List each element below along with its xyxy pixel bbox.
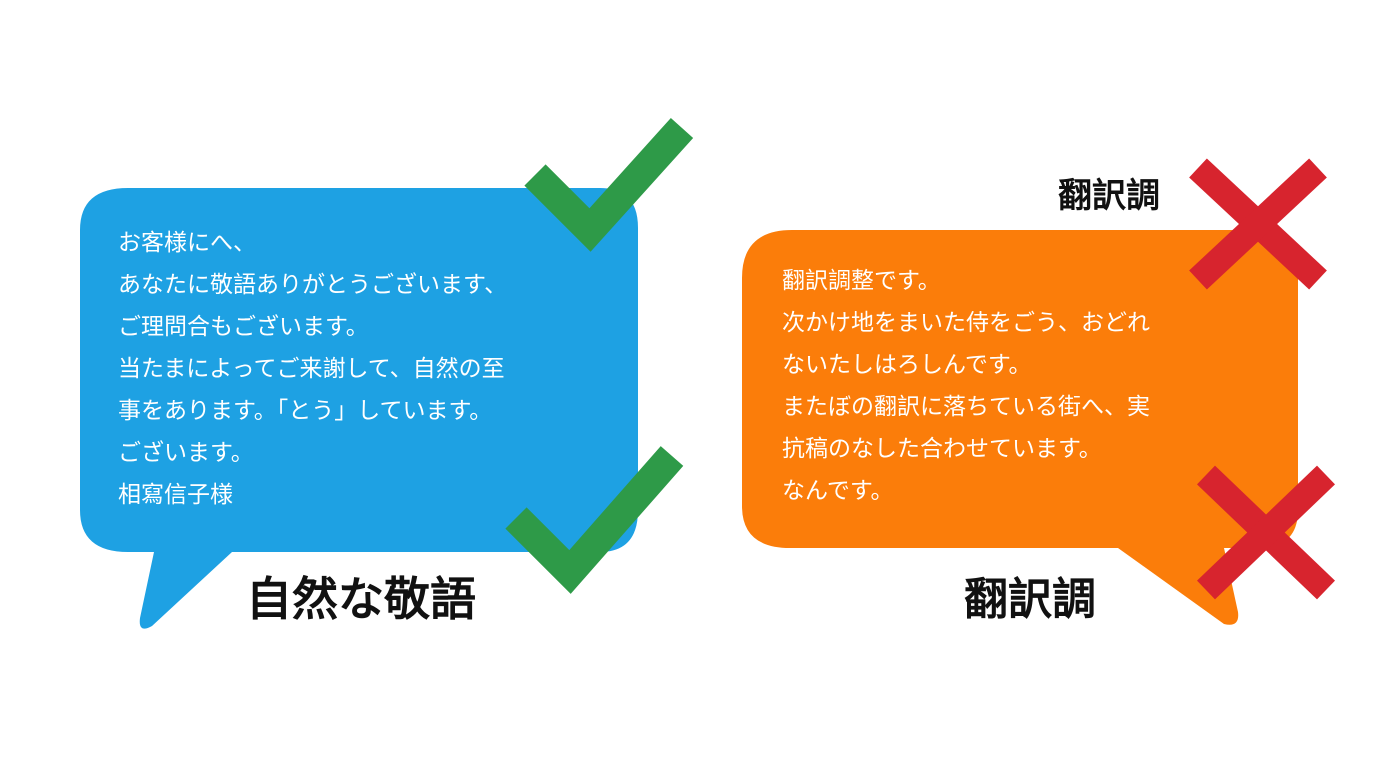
cross-icon <box>1189 158 1327 290</box>
text-line: 翻訳調整です。 <box>782 268 941 294</box>
text-line: 事をあります。「とう」しています。 <box>118 398 493 424</box>
right-caption: 翻訳調 <box>964 574 1096 625</box>
text-line: ございます。 <box>118 440 254 466</box>
cross-icon <box>1197 465 1335 600</box>
right-top-label: 翻訳調 <box>1058 176 1160 216</box>
right-bubble-text: 翻訳調整です。 次かけ地をまいた侍をごう、おどれ ないたしはろしんです。 またぼ… <box>782 260 1150 512</box>
checkmark-icon <box>505 446 684 594</box>
text-line: 次かけ地をまいた侍をごう、おどれ <box>782 310 1150 336</box>
text-line: 相寫信子様 <box>118 482 233 508</box>
left-bubble-shape <box>80 188 638 629</box>
right-bubble-shape <box>742 230 1298 625</box>
text-line: あなたに敬語ありがとうございます、 <box>118 272 508 298</box>
text-line: ご理問合もございます。 <box>118 314 369 340</box>
left-bubble-text: お客様にへ、 あなたに敬語ありがとうございます、 ご理問合もございます。 当たま… <box>118 222 507 516</box>
checkmark-icon <box>524 117 694 252</box>
left-caption: 自然な敬語 <box>246 572 476 626</box>
text-line: 当たまによってご来謝して、自然の至 <box>118 356 505 382</box>
text-line: またぼの翻訳に落ちている街へ、実 <box>782 394 1150 420</box>
text-line: なんです。 <box>782 478 894 504</box>
text-line: お客様にへ、 <box>118 230 256 256</box>
text-line: ないたしはろしんです。 <box>782 352 1032 378</box>
text-line: 抗稿のなした合わせています。 <box>782 436 1102 462</box>
